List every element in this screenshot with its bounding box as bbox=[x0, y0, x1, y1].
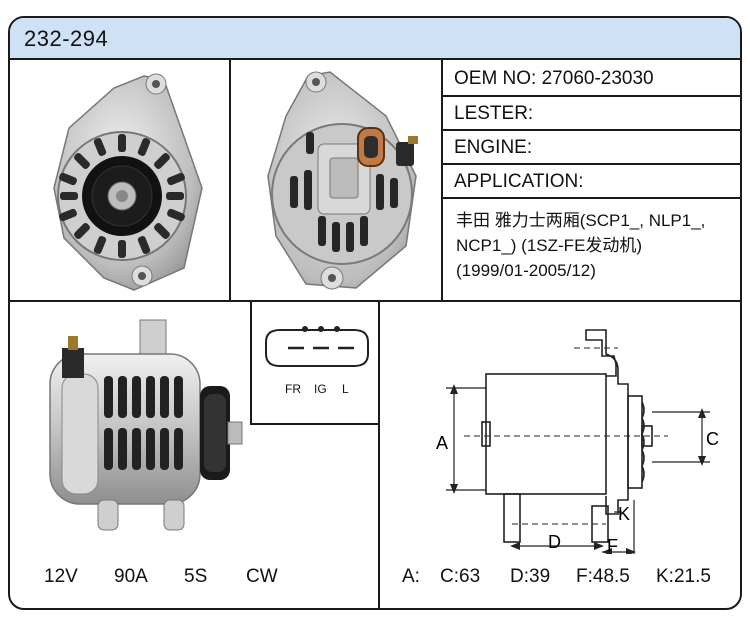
application-details: 丰田 雅力士两厢(SCP1_, NLP1_, NCP1_) (1SZ-FE发动机… bbox=[456, 208, 736, 283]
spec-pulley: 5S bbox=[184, 566, 208, 587]
dimension-a-value: A: bbox=[402, 566, 420, 587]
product-card: 232-294 OEM NO: 27060-23030 LESTER: ENGI… bbox=[8, 16, 742, 610]
oem-number: OEM NO: 27060-23030 bbox=[454, 68, 654, 89]
application-line: 丰田 雅力士两厢(SCP1_, NLP1_, bbox=[456, 211, 706, 230]
lester-label: LESTER: bbox=[454, 103, 534, 124]
divider bbox=[441, 129, 740, 131]
pin-label-l: L bbox=[342, 382, 349, 396]
connector-diagram: FR IG L bbox=[250, 300, 380, 425]
divider bbox=[441, 197, 740, 199]
title-bar: 232-294 bbox=[10, 18, 740, 60]
alternator-rear-view-image bbox=[267, 71, 418, 290]
dimension-d-value: D:39 bbox=[510, 566, 551, 587]
divider bbox=[441, 60, 443, 300]
application-line: NCP1_) (1SZ-FE发动机) bbox=[456, 236, 643, 255]
pin-label-fr: FR bbox=[285, 382, 301, 396]
alternator-front-view-image bbox=[53, 73, 203, 291]
spec-amperage: 90A bbox=[114, 566, 148, 587]
application-line: (1999/01-2005/12) bbox=[456, 261, 596, 280]
divider bbox=[441, 95, 740, 97]
divider bbox=[10, 300, 740, 302]
divider bbox=[441, 163, 740, 165]
dimension-label-f: F bbox=[607, 536, 618, 554]
divider bbox=[378, 300, 380, 608]
engine-label: ENGINE: bbox=[454, 137, 533, 158]
dimension-label-k: K bbox=[618, 504, 630, 524]
spec-voltage: 12V bbox=[44, 566, 78, 587]
part-number: 232-294 bbox=[24, 26, 109, 51]
dimension-drawing: A C D F K bbox=[436, 329, 719, 554]
dimension-label-c: C bbox=[706, 429, 719, 449]
pin-label-ig: IG bbox=[314, 382, 327, 396]
dimension-f-value: F:48.5 bbox=[576, 566, 630, 587]
alternator-side-view-image bbox=[49, 319, 243, 531]
divider bbox=[229, 60, 231, 300]
dimension-c-value: C:63 bbox=[440, 566, 481, 587]
dimension-label-d: D bbox=[548, 532, 561, 552]
spec-rotation: CW bbox=[246, 566, 278, 587]
dimension-k-value: K:21.5 bbox=[656, 566, 711, 587]
dimension-label-a: A bbox=[436, 433, 448, 453]
application-label: APPLICATION: bbox=[454, 171, 584, 192]
connector-plug-icon bbox=[265, 326, 369, 367]
